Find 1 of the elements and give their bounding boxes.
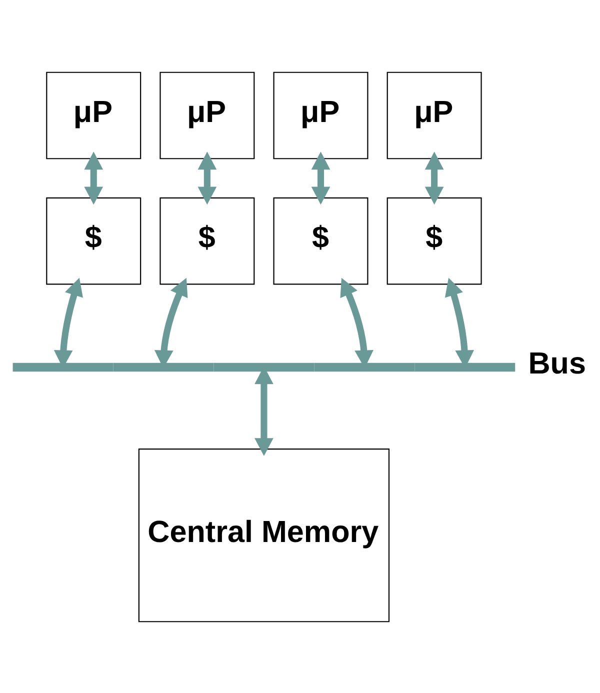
node-label: Bus [528, 346, 586, 380]
